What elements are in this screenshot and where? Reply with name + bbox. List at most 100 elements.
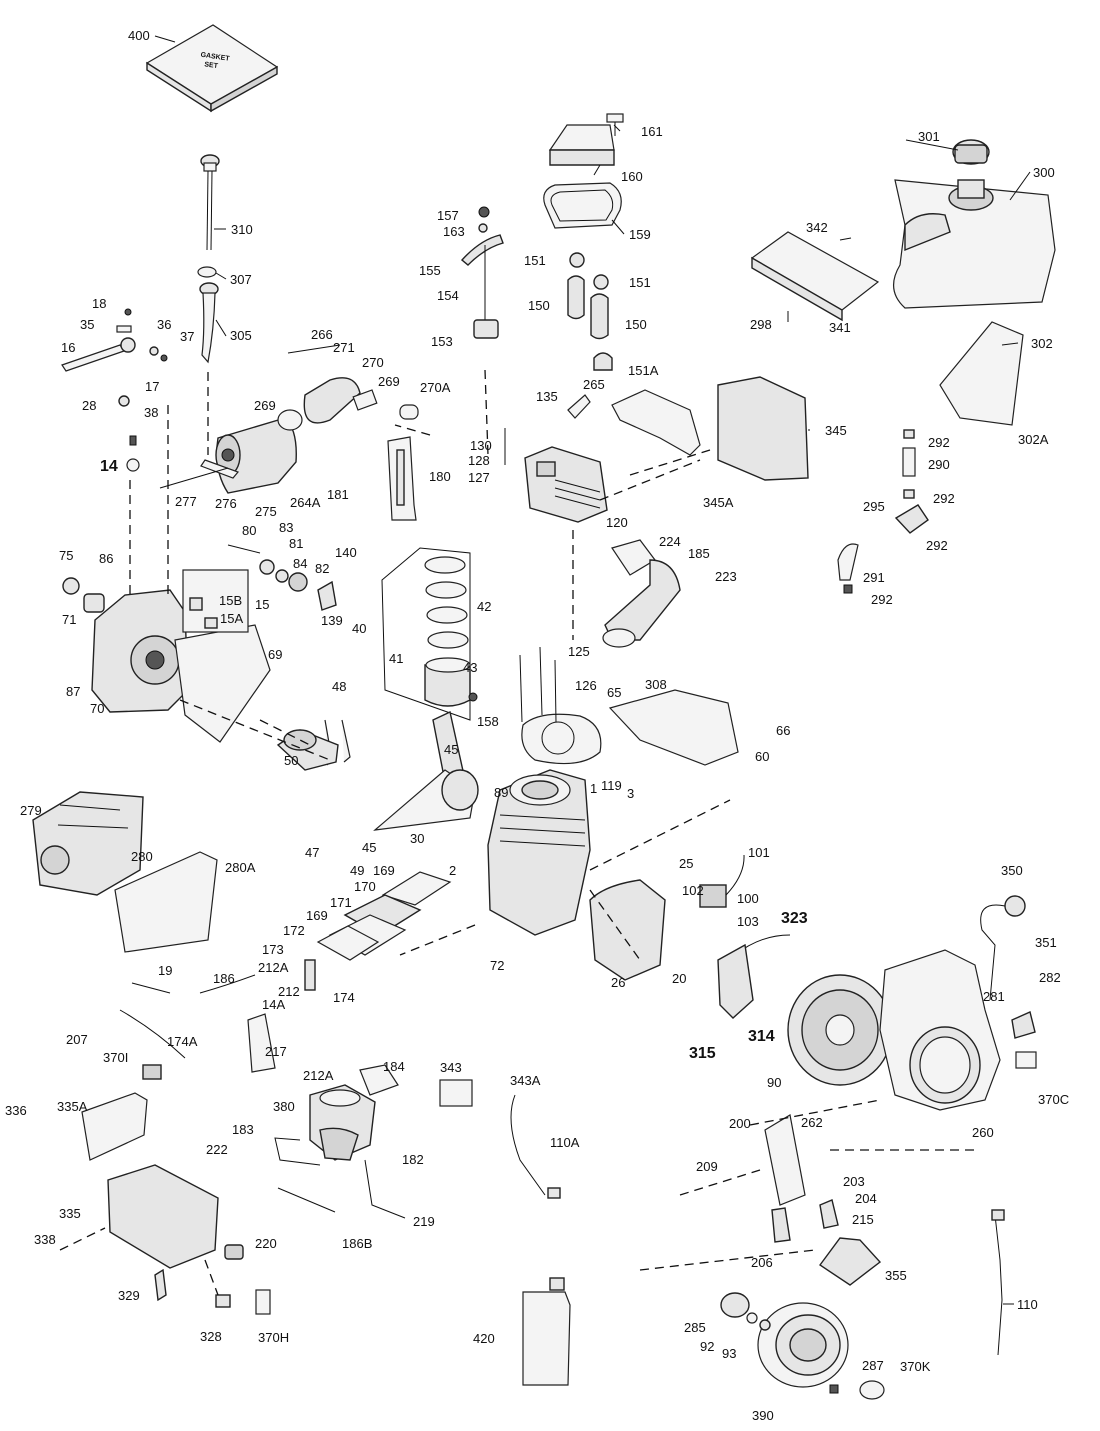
part-number-label: 128	[468, 453, 490, 468]
part-number-label: 83	[279, 520, 293, 535]
part-number-label: 260	[972, 1125, 994, 1140]
piston-rings	[381, 547, 478, 721]
part-number-label: 2	[449, 863, 456, 878]
governor-lever	[61, 308, 168, 472]
part-number-label: 292	[926, 538, 948, 553]
leader-lines	[154, 35, 1031, 1305]
part-number-label: 127	[468, 470, 490, 485]
part-number-label: 140	[335, 545, 357, 560]
part-number-label: 224	[659, 534, 681, 549]
part-number-label: 355	[885, 1268, 907, 1283]
part-number-label: 45	[362, 840, 376, 855]
part-number-label: 15	[255, 597, 269, 612]
part-number-label: 37	[180, 329, 194, 344]
part-number-label: 71	[62, 612, 76, 627]
part-number-label: 17	[145, 379, 159, 394]
part-number-label: 181	[327, 487, 349, 502]
part-number-label: 157	[437, 208, 459, 223]
alignment-lines	[59, 369, 975, 1296]
part-number-label: 184	[383, 1059, 405, 1074]
part-number-label: 266	[311, 327, 333, 342]
part-number-label: 87	[66, 684, 80, 699]
part-number-label: 153	[431, 334, 453, 349]
gasket-box-line-1: GASKET	[200, 52, 231, 63]
part-number-label: 314	[748, 1028, 775, 1045]
part-number-label: 295	[863, 499, 885, 514]
part-number-label: 209	[696, 1159, 718, 1174]
part-number-label: 182	[402, 1152, 424, 1167]
oil-bottle	[522, 1277, 571, 1386]
part-number-label: 390	[752, 1408, 774, 1423]
part-number-label: 292	[871, 592, 893, 607]
part-number-label: 163	[443, 224, 465, 239]
control-box	[81, 1064, 271, 1315]
part-number-label: 305	[230, 328, 252, 343]
part-number-label: 301	[918, 129, 940, 144]
part-number-label: 308	[645, 677, 667, 692]
part-number-label: 350	[1001, 863, 1023, 878]
part-number-label: 287	[862, 1358, 884, 1373]
part-number-label: 420	[473, 1331, 495, 1346]
part-number-label: 351	[1035, 935, 1057, 950]
part-number-label: 15B	[219, 593, 242, 608]
part-number-label: 86	[99, 551, 113, 566]
governor-parts	[227, 544, 337, 611]
part-number-label: 270	[362, 355, 384, 370]
part-number-label: 20	[672, 971, 686, 986]
part-number-label: 66	[776, 723, 790, 738]
part-number-label: 302A	[1018, 432, 1049, 447]
part-number-label: 154	[437, 288, 459, 303]
flywheel-plate	[589, 879, 666, 981]
part-number-label: 223	[715, 569, 737, 584]
part-number-label: 183	[232, 1122, 254, 1137]
part-number-label: 69	[268, 647, 282, 662]
part-number-label: 370H	[258, 1330, 289, 1345]
part-number-label: 292	[933, 491, 955, 506]
part-number-label: 110	[1017, 1297, 1038, 1312]
part-number-label: 220	[255, 1236, 277, 1251]
part-number-label: 285	[684, 1320, 706, 1335]
part-number-label: 35	[80, 317, 94, 332]
part-number-label: 341	[829, 320, 851, 335]
part-number-label: 219	[413, 1214, 435, 1229]
part-number-label: 302	[1031, 336, 1053, 351]
control-bracket	[764, 1114, 839, 1243]
part-number-label: 174A	[167, 1034, 198, 1049]
flywheel	[787, 974, 893, 1086]
part-number-label: 185	[688, 546, 710, 561]
blower-baffle	[608, 689, 739, 766]
part-number-label: 14A	[262, 997, 285, 1012]
part-number-label: 345A	[703, 495, 734, 510]
part-number-label: 212A	[303, 1068, 334, 1083]
part-number-label: 160	[621, 169, 643, 184]
recoil-starter	[720, 1237, 885, 1400]
part-number-label: 298	[750, 317, 772, 332]
part-number-label: 93	[722, 1346, 736, 1361]
part-number-label: 41	[389, 651, 403, 666]
gasket-box-line-2: SET	[204, 61, 219, 70]
part-number-label: 335A	[57, 1099, 88, 1114]
part-number-label: 174	[333, 990, 355, 1005]
part-number-label: 155	[419, 263, 441, 278]
part-number-label: 269	[378, 374, 400, 389]
part-number-label: 101	[748, 845, 770, 860]
part-number-label: 276	[215, 496, 237, 511]
part-number-label: 370K	[900, 1359, 931, 1374]
part-number-label: 40	[352, 621, 366, 636]
part-number-label: 203	[843, 1174, 865, 1189]
part-number-label: 328	[200, 1329, 222, 1344]
part-number-label: 90	[767, 1075, 781, 1090]
bracket-180	[387, 436, 417, 521]
part-number-label: 100	[737, 891, 759, 906]
cylinder-head	[504, 394, 608, 523]
part-number-label: 80	[242, 523, 256, 538]
carburetor	[274, 1064, 406, 1219]
part-number-label: 135	[536, 389, 558, 404]
part-number-label: 119	[601, 778, 622, 793]
part-number-label: 72	[490, 958, 504, 973]
part-number-label: 343	[440, 1060, 462, 1075]
part-number-label: 204	[855, 1191, 877, 1206]
part-number-label: 170	[354, 879, 376, 894]
part-number-label: 81	[289, 536, 303, 551]
